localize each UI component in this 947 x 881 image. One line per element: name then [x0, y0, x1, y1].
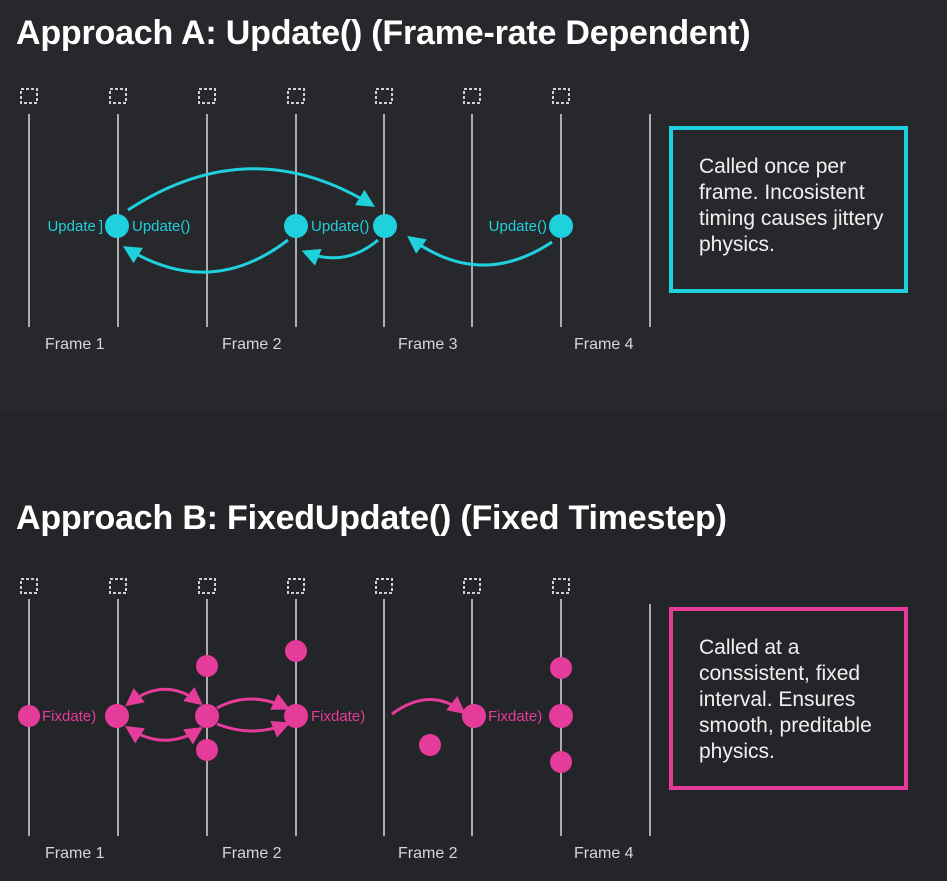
fixed-update-dot [18, 705, 40, 727]
update-call-dot [284, 214, 308, 238]
call-arrow [216, 693, 291, 710]
frame-marker-icon [287, 578, 305, 594]
frame-label: Frame 3 [398, 336, 458, 353]
call-arrow [216, 720, 291, 738]
frame-label: Frame 2 [222, 845, 282, 862]
call-arrow [301, 238, 379, 266]
fixed-update-dot [195, 704, 219, 728]
fixed-update-dot [550, 657, 572, 679]
fixed-update-dot [550, 751, 572, 773]
fixed-update-dot [462, 704, 486, 728]
fixed-update-dot [284, 704, 308, 728]
update-call-dot [105, 214, 129, 238]
frame-marker-icon [109, 578, 127, 594]
call-label: Fixdate) [488, 708, 542, 725]
frame-label: Frame 4 [574, 336, 634, 353]
frame-label: Frame 1 [45, 336, 105, 353]
fixed-update-dot [419, 734, 441, 756]
update-call-dot [549, 214, 573, 238]
call-label: Fixdate) [42, 708, 96, 725]
fixed-update-dot [196, 655, 218, 677]
call-label: Update() [132, 218, 190, 235]
frame-marker-icon [375, 578, 393, 594]
fixed-update-dot [285, 640, 307, 662]
call-label: Update ] [47, 218, 103, 235]
frame-label: Frame 2 [398, 845, 458, 862]
call-arrow [391, 696, 466, 716]
call-label: Fixdate) [311, 708, 365, 725]
frame-marker-icon [287, 88, 305, 104]
approach-a-title: Approach A: Update() (Frame-rate Depende… [16, 14, 751, 52]
frame-marker-icon [463, 578, 481, 594]
frame-label: Frame 1 [45, 845, 105, 862]
approach-b-panel [0, 414, 947, 881]
approach-a-timeline: Update ] Update() Update() Update() Fram… [20, 88, 651, 353]
approach-a-description-box: Called once per frame. Incosistent timin… [669, 126, 908, 293]
fixed-update-dot [196, 739, 218, 761]
frame-label: Frame 4 [574, 845, 634, 862]
frame-marker-icon [109, 88, 127, 104]
frame-marker-icon [198, 88, 216, 104]
frame-marker-icon [198, 578, 216, 594]
call-label: Update() [311, 218, 369, 235]
call-arrow [125, 686, 203, 707]
call-arrow [127, 167, 376, 212]
call-arrow [124, 726, 204, 745]
frame-marker-icon [552, 88, 570, 104]
frame-marker-icon [375, 88, 393, 104]
frame-marker-icon [552, 578, 570, 594]
update-call-dot [373, 214, 397, 238]
approach-b-timeline: Fixdate) Fixdate) Fixdate) Frame 1 Frame… [18, 578, 651, 862]
frame-marker-icon [20, 578, 38, 594]
approach-a-panel [0, 0, 947, 414]
frame-marker-icon [20, 88, 38, 104]
frame-marker-icon [463, 88, 481, 104]
approach-b-title: Approach B: FixedUpdate() (Fixed Timeste… [16, 499, 727, 537]
call-label: Update() [489, 218, 547, 235]
approach-b-description-box: Called at a conssistent, fixed interval.… [669, 607, 908, 790]
fixed-update-dot [105, 704, 129, 728]
approach-a-description: Called once per frame. Incosistent timin… [699, 155, 884, 256]
call-arrow [122, 238, 289, 274]
fixed-update-dot [549, 704, 573, 728]
approach-b-description: Called at a conssistent, fixed interval.… [699, 636, 872, 763]
call-arrow [407, 235, 553, 267]
frame-label: Frame 2 [222, 336, 282, 353]
